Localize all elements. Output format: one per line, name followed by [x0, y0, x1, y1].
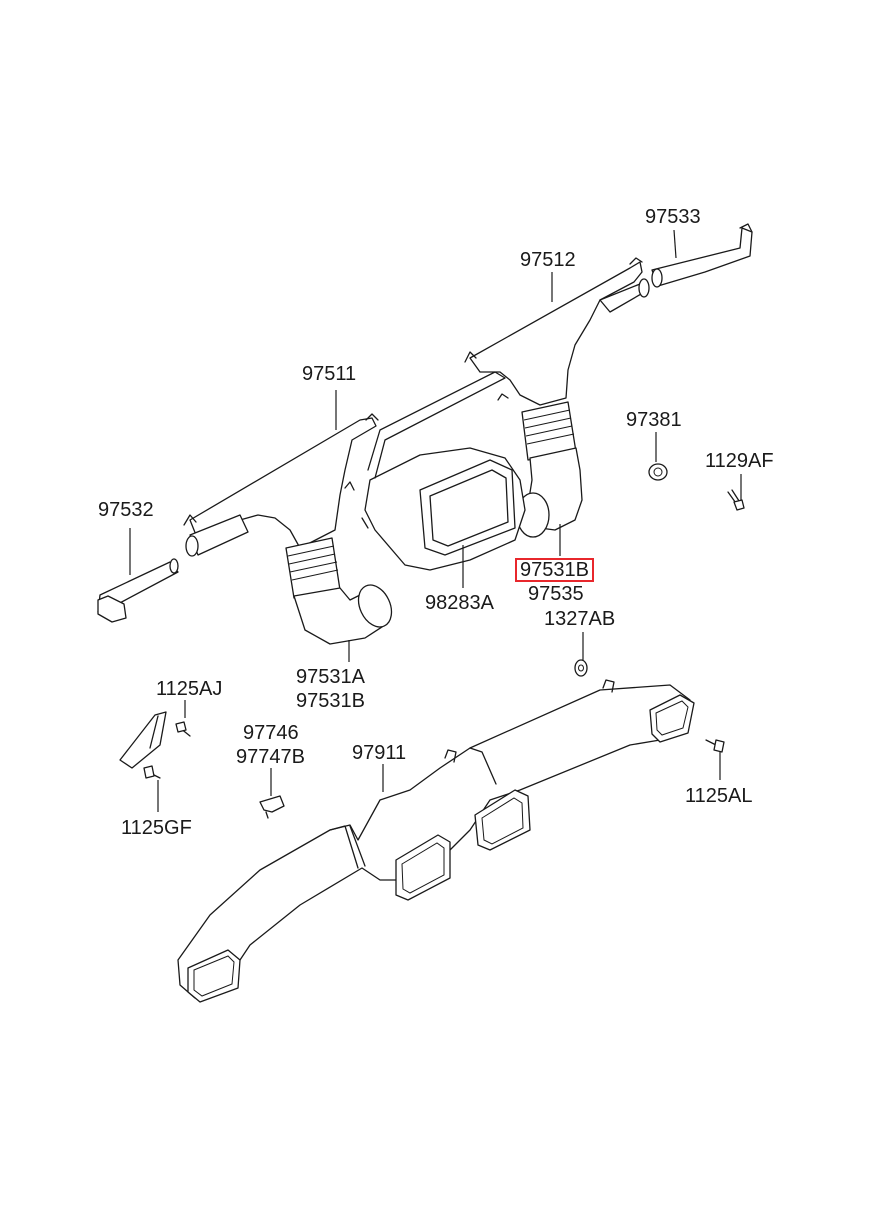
label-97533[interactable]: 97533 [645, 206, 701, 228]
label-98283A[interactable]: 98283A [425, 592, 494, 614]
leader-lines [129, 229, 742, 812]
part-1129AF-screw[interactable] [727, 489, 745, 511]
label-97511[interactable]: 97511 [302, 363, 357, 385]
part-97531B-right-hose[interactable] [516, 401, 583, 538]
part-97533-tube[interactable] [651, 223, 753, 288]
label-1129AF[interactable]: 1129AF [705, 450, 774, 472]
part-1125AJ-bracket[interactable] [119, 711, 191, 769]
part-97511-duct[interactable] [183, 413, 379, 557]
part-97532-tube[interactable] [97, 558, 179, 623]
part-98283A-duct-box[interactable] [361, 371, 526, 571]
label-97911[interactable]: 97911 [352, 742, 407, 764]
part-97746-clip[interactable] [259, 795, 285, 819]
part-1327AB-grommet[interactable] [574, 659, 588, 677]
label-1125AJ[interactable]: 1125AJ [156, 678, 223, 700]
part-1125GF-screw[interactable] [143, 765, 161, 779]
label-97512[interactable]: 97512 [520, 249, 576, 271]
label-97746[interactable]: 97746 [243, 722, 299, 744]
part-97381-grommet[interactable] [648, 463, 668, 481]
part-97512-duct[interactable] [464, 257, 650, 406]
label-1125AL[interactable]: 1125AL [685, 785, 753, 807]
label-97381[interactable]: 97381 [626, 409, 682, 431]
part-97531A-left-hose[interactable] [285, 537, 398, 645]
part-1125AL-screw[interactable] [705, 739, 725, 753]
label-97747B[interactable]: 97747B [236, 746, 305, 768]
part-97911-main-duct[interactable] [177, 679, 695, 1003]
label-97535[interactable]: 97535 [528, 583, 584, 605]
label-97531A[interactable]: 97531A [296, 666, 365, 688]
label-97532[interactable]: 97532 [98, 499, 154, 521]
label-97531B[interactable]: 97531B [296, 690, 365, 712]
label-97531B-selected[interactable]: 97531B [515, 558, 594, 582]
label-1327AB[interactable]: 1327AB [544, 608, 616, 630]
label-1125GF[interactable]: 1125GF [121, 817, 192, 839]
